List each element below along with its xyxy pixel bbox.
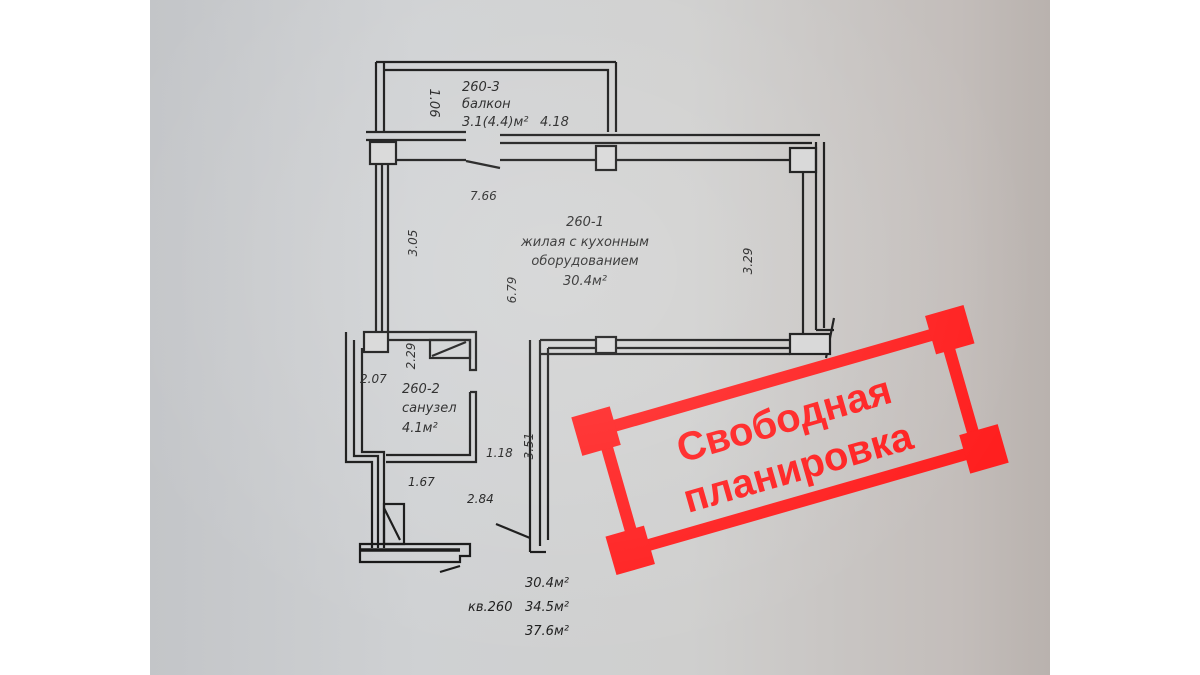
dim-2-29: 2.29	[404, 343, 418, 370]
dim-balcony-depth: 1.06	[426, 89, 441, 118]
room-area-living: 30.4м²	[563, 274, 607, 289]
apartment-totals: 30.4м² кв.260 34.5м² 37.6м²	[468, 576, 569, 639]
total-area-3: 37.6м²	[525, 624, 569, 639]
dim-2-84: 2.84	[467, 492, 494, 506]
room-id-260-3: 260-3	[462, 80, 500, 95]
dim-3-05: 3.05	[406, 230, 420, 257]
room-area-balcony: 3.1(4.4)м²	[462, 115, 529, 130]
dim-1-18: 1.18	[486, 446, 513, 460]
dim-7-66: 7.66	[470, 189, 497, 203]
dim-1-67: 1.67	[408, 475, 435, 489]
stamp-corner-bl	[605, 525, 655, 576]
stamp-corner-tr	[925, 304, 975, 355]
room-id-260-2: 260-2	[402, 382, 440, 397]
dim-6-79: 6.79	[505, 277, 519, 304]
walls	[344, 60, 836, 574]
dimension-labels: 7.66 3.05 6.79 3.29 2.29 2.07 1.18 3.51 …	[360, 189, 755, 506]
floor-plan-drawing: 260-3 балкон 3.1(4.4)м² 4.18 1.06 260-1 …	[344, 60, 1009, 639]
room-id-260-1: 260-1	[566, 215, 604, 230]
apartment-number: кв.260	[468, 600, 512, 615]
total-area-2: 34.5м²	[525, 600, 569, 615]
room-name-line1: жилая с кухонным	[520, 235, 649, 250]
dim-balcony-width: 4.18	[540, 115, 569, 130]
room-name-line2: оборудованием	[531, 254, 638, 269]
dim-2-07: 2.07	[360, 372, 387, 386]
dim-3-51: 3.51	[522, 433, 536, 460]
stamp-corner-br	[959, 424, 1009, 474]
room-name-bathroom: санузел	[402, 401, 457, 416]
stamp-corner-tl	[571, 406, 621, 456]
balcony-label: 260-3 балкон 3.1(4.4)м² 4.18 1.06	[426, 80, 569, 130]
dim-3-29: 3.29	[741, 248, 755, 275]
stamp-frame	[571, 304, 1009, 576]
room-name-balcony: балкон	[462, 97, 511, 112]
floor-plan-photo: 260-3 балкон 3.1(4.4)м² 4.18 1.06 260-1 …	[150, 0, 1050, 675]
total-area-1: 30.4м²	[525, 576, 569, 591]
bathroom-label: 260-2 санузел 4.1м²	[402, 382, 457, 436]
room-area-bathroom: 4.1м²	[402, 421, 438, 436]
living-room-label: 260-1 жилая с кухонным оборудованием 30.…	[520, 215, 649, 289]
